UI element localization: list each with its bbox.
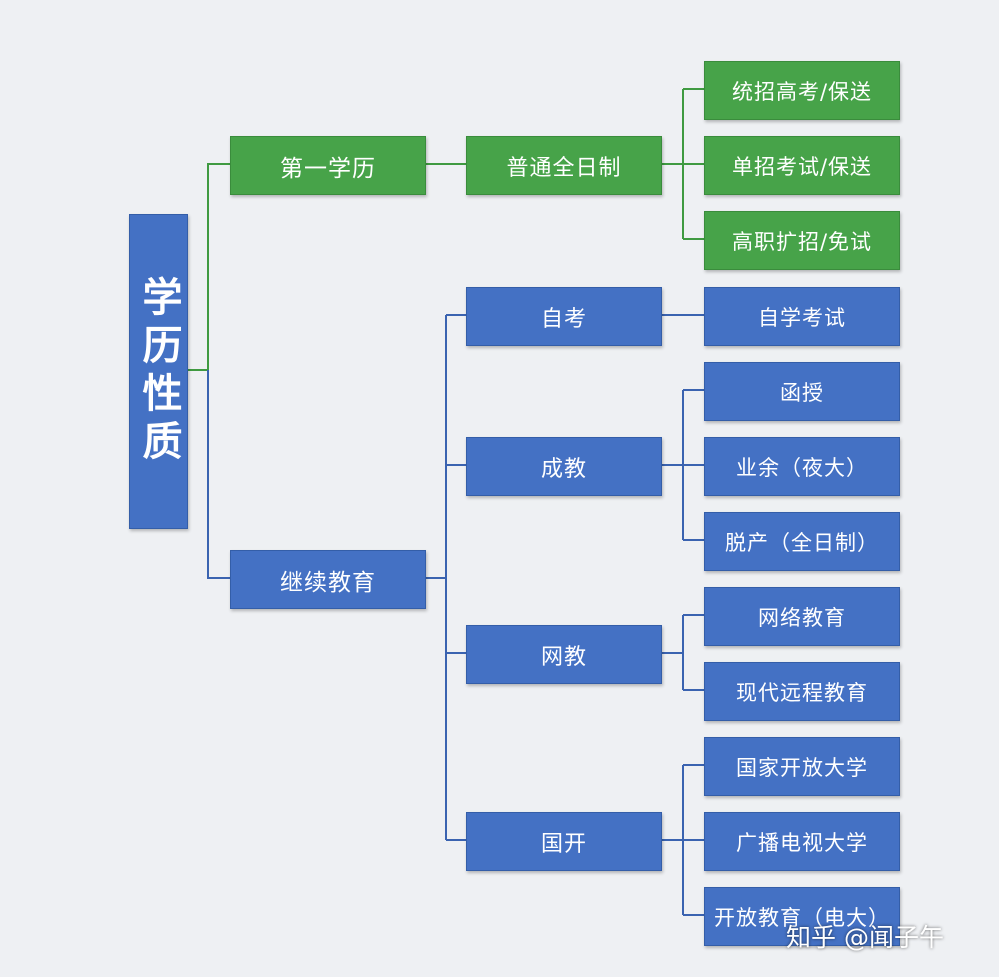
leaf-distance-education: 现代远程教育 (704, 662, 900, 721)
leaf-national-open-university: 国家开放大学 (704, 737, 900, 796)
connector-online-children (661, 614, 704, 691)
node-full-time: 普通全日制 (466, 136, 662, 195)
connector-open-children (661, 764, 704, 916)
leaf-unified-exam: 统招高考/保送 (704, 61, 900, 120)
node-open-university: 国开 (466, 812, 662, 871)
node-adult-education: 成教 (466, 437, 662, 496)
leaf-off-job: 脱产（全日制） (704, 512, 900, 571)
leaf-expanded-enrollment: 高职扩招/免试 (704, 211, 900, 270)
leaf-part-time: 业余（夜大） (704, 437, 900, 496)
leaf-single-exam: 单招考试/保送 (704, 136, 900, 195)
connector-continuing-children (424, 314, 466, 841)
node-online-education: 网教 (466, 625, 662, 684)
connector-root-first (186, 163, 230, 371)
root-node: 学历性质 (129, 214, 188, 529)
watermark-text: 知乎 @闻子午 (786, 923, 944, 952)
connector-root-continuing (207, 370, 230, 579)
node-first-degree: 第一学历 (230, 136, 426, 195)
node-continuing-education: 继续教育 (230, 550, 426, 609)
leaf-correspondence: 函授 (704, 362, 900, 421)
leaf-open-education: 开放教育（电大） (704, 887, 900, 946)
leaf-self-study: 自学考试 (704, 287, 900, 346)
node-self-study-exam: 自考 (466, 287, 662, 346)
connector-adult-children (661, 389, 704, 541)
connector-fulltime-children (661, 88, 704, 240)
leaf-radio-tv-university: 广播电视大学 (704, 812, 900, 871)
leaf-network-education: 网络教育 (704, 587, 900, 646)
